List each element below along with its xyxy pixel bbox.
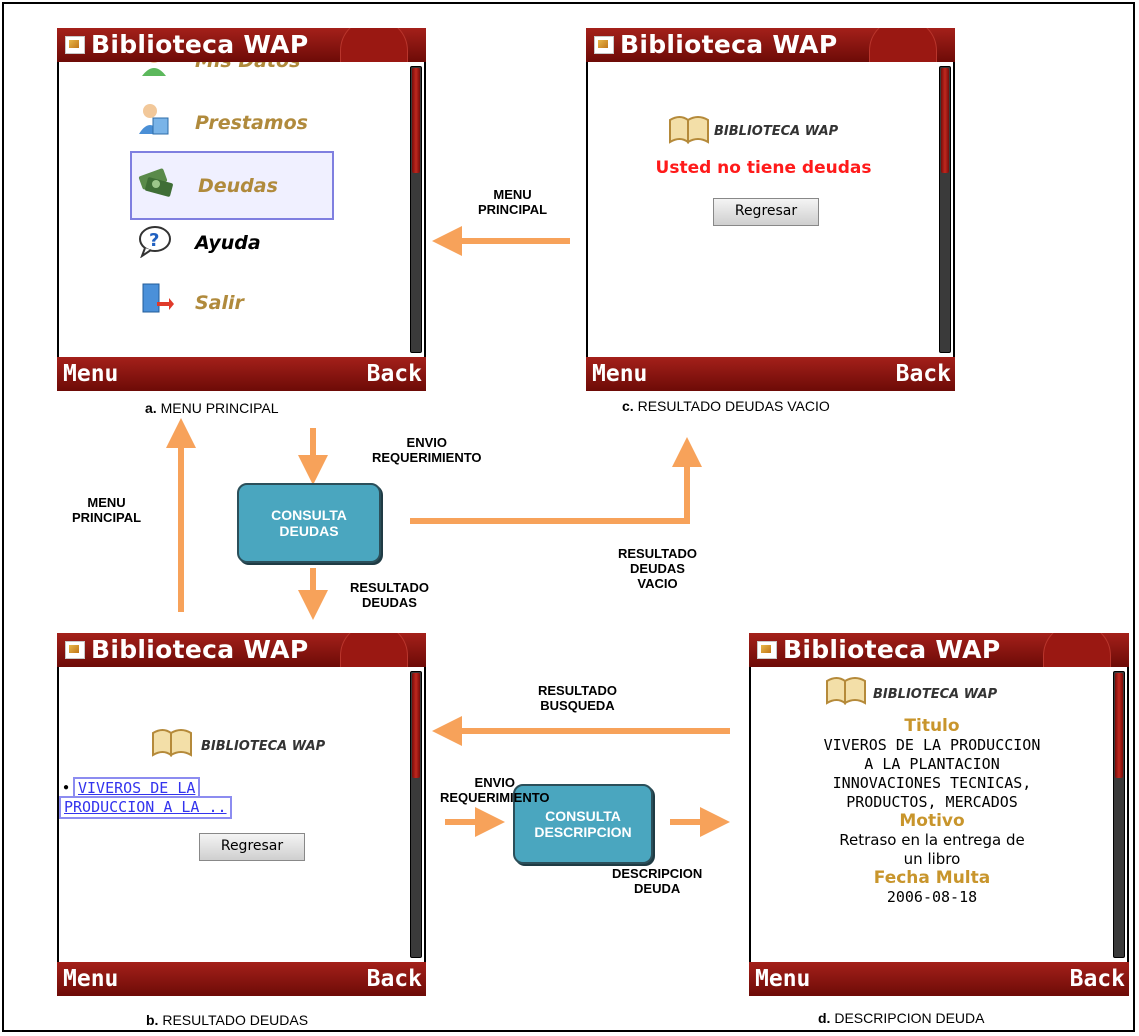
title-decoration [869, 28, 937, 62]
money-icon [138, 168, 173, 197]
caption-text: DESCRIPCION DEUDA [834, 1010, 985, 1026]
label-consulta-to-c: RESULTADO DEUDAS VACIO [618, 546, 697, 591]
app-logo-icon [594, 36, 614, 54]
screen-content: Mis Datos Prestamos Deudas ? Ayuda Salir [57, 62, 426, 357]
soft-key-bar: Menu Back [586, 357, 955, 391]
caption-text: RESULTADO DEUDAS VACIO [637, 398, 830, 414]
caption-text: RESULTADO DEUDAS [162, 1012, 309, 1028]
caption-letter: b. [146, 1012, 159, 1028]
title-bar: Biblioteca WAP [57, 633, 426, 667]
title-decoration [1043, 633, 1111, 667]
title-bar: Biblioteca WAP [586, 28, 955, 62]
menu-softkey[interactable]: Menu [592, 361, 648, 387]
bullet-icon: ● [63, 782, 70, 793]
scrollbar[interactable] [939, 66, 951, 353]
brand-text: BIBLIOTECA WAP [714, 124, 839, 139]
caption-letter: c. [622, 398, 634, 414]
scrollbar[interactable] [410, 66, 422, 353]
back-softkey[interactable]: Back [1069, 966, 1125, 992]
brand-text: BIBLIOTECA WAP [873, 687, 998, 702]
titulo-line-4: PRODUCTOS, MERCADOS [846, 793, 1018, 811]
label-desc-to-d: DESCRIPCION DEUDA [612, 866, 703, 896]
app-logo-icon [65, 641, 85, 659]
svg-text:?: ? [149, 230, 159, 251]
label-b-to-desc: ENVIO REQUERIMIENTO [440, 775, 550, 805]
soft-key-bar: Menu Back [57, 357, 426, 391]
label-c-to-a: MENU PRINCIPAL [478, 187, 548, 217]
phone-screen-resultado-vacio: Biblioteca WAP BIBLIOTECA WAP Usted no t… [586, 28, 955, 391]
scrollbar[interactable] [1113, 671, 1125, 958]
motivo-line-1: Retraso en la entrega de [839, 831, 1025, 849]
back-softkey[interactable]: Back [366, 361, 422, 387]
caption-c: c. RESULTADO DEUDAS VACIO [622, 398, 830, 414]
screen-content: BIBLIOTECA WAP Usted no tiene deudas Reg… [586, 62, 955, 357]
titulo-label: Titulo [904, 716, 960, 736]
exit-icon [142, 283, 174, 313]
app-title: Biblioteca WAP [91, 30, 309, 59]
debt-link-line2: PRODUCCION A LA .. [64, 798, 227, 816]
menu-softkey[interactable]: Menu [755, 966, 811, 992]
soft-key-bar: Menu Back [57, 962, 426, 996]
menu-softkey[interactable]: Menu [63, 361, 119, 387]
menu-item-deudas[interactable]: Deudas [130, 151, 334, 220]
menu-softkey[interactable]: Menu [63, 966, 119, 992]
back-softkey[interactable]: Back [895, 361, 951, 387]
process-consulta-descripcion: CONSULTA DESCRIPCION [513, 784, 653, 864]
book-icon [826, 677, 866, 705]
caption-letter: d. [818, 1010, 831, 1026]
arrow-consulta-to-c [410, 437, 702, 524]
app-title: Biblioteca WAP [783, 635, 1001, 664]
titulo-line-2: A LA PLANTACION [864, 755, 1000, 773]
caption-b: b. RESULTADO DEUDAS [146, 1012, 308, 1028]
scrollbar[interactable] [410, 671, 422, 958]
menu-item-label: Mis Datos [195, 62, 300, 72]
app-title: Biblioteca WAP [620, 30, 838, 59]
process-consulta-deudas: CONSULTA DEUDAS [237, 483, 381, 563]
fecha-value: 2006-08-18 [886, 888, 978, 906]
book-icon [152, 729, 192, 757]
regresar-button[interactable]: Regresar [199, 833, 305, 861]
caption-letter: a. [145, 400, 157, 416]
empty-message: Usted no tiene deudas [655, 158, 872, 178]
menu-item-label: Prestamos [195, 112, 308, 134]
caption-d: d. DESCRIPCION DEUDA [818, 1010, 984, 1026]
app-logo-icon [757, 641, 777, 659]
brand-text: BIBLIOTECA WAP [201, 739, 326, 754]
screen-content: BIBLIOTECA WAP Titulo VIVEROS DE LA PROD… [749, 667, 1129, 962]
caption-text: MENU PRINCIPAL [160, 400, 279, 416]
titulo-line-3: INNOVACIONES TECNICAS, [832, 774, 1032, 792]
app-title: Biblioteca WAP [91, 635, 309, 664]
motivo-label: Motivo [899, 811, 965, 831]
phone-screen-resultado-deudas: Biblioteca WAP BIBLIOTECA WAP ● VIVEROS … [57, 633, 426, 996]
menu-item-label: Deudas [198, 175, 278, 197]
titulo-line-1: VIVEROS DE LA PRODUCCION [823, 736, 1041, 754]
menu-item-label: Ayuda [195, 232, 261, 254]
debt-link-line1: VIVEROS DE LA [78, 779, 196, 797]
title-decoration [340, 28, 408, 62]
title-bar: Biblioteca WAP [749, 633, 1129, 667]
book-icon [669, 116, 709, 144]
caption-a: a. MENU PRINCIPAL [145, 400, 279, 416]
back-softkey[interactable]: Back [366, 966, 422, 992]
soft-key-bar: Menu Back [749, 962, 1129, 996]
label-consulta-to-b: RESULTADO DEUDAS [350, 580, 429, 610]
loan-icon [139, 104, 169, 135]
menu-item-label: Salir [195, 292, 244, 314]
screen-content: BIBLIOTECA WAP ● VIVEROS DE LA PRODUCCIO… [57, 667, 426, 962]
phone-screen-descripcion-deuda: Biblioteca WAP BIBLIOTECA WAP Titulo VIV… [749, 633, 1129, 996]
label-d-to-b: RESULTADO BUSQUEDA [538, 683, 617, 713]
label-b-to-a: MENU PRINCIPAL [72, 495, 142, 525]
regresar-button[interactable]: Regresar [713, 198, 819, 226]
motivo-line-2: un libro [903, 850, 961, 868]
app-logo-icon [65, 36, 85, 54]
title-decoration [340, 633, 408, 667]
phone-screen-menu-principal: Biblioteca WAP Mis Datos Prestamos Deuda… [57, 28, 426, 391]
fecha-label: Fecha Multa [873, 868, 991, 888]
user-icon [142, 62, 166, 76]
help-icon: ? [139, 226, 171, 258]
label-a-to-consulta: ENVIO REQUERIMIENTO [372, 435, 482, 465]
title-bar: Biblioteca WAP [57, 28, 426, 62]
